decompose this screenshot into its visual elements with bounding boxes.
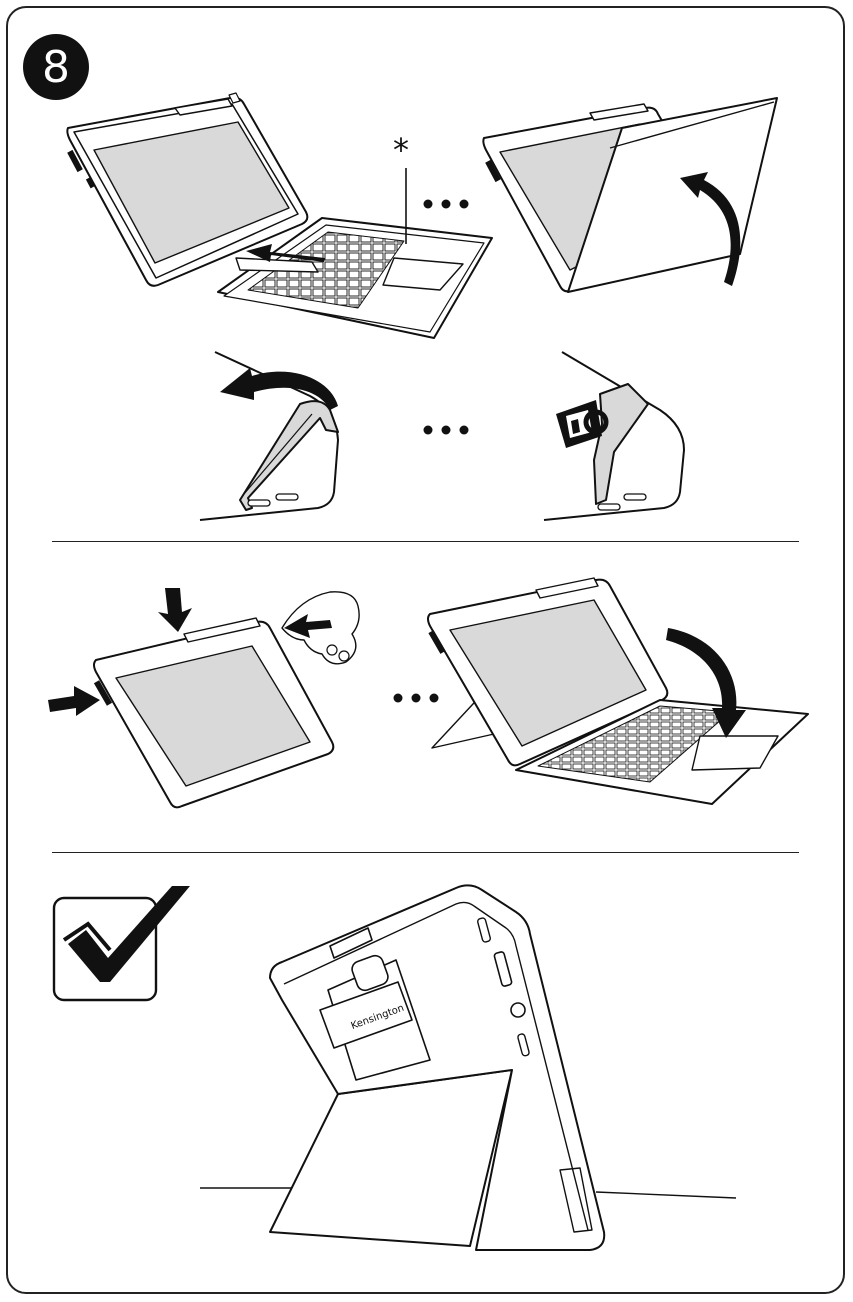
section-divider-2 (52, 852, 799, 853)
tablet-attach-keyboard-illustration (66, 92, 493, 339)
tablet-insert-illustration (93, 591, 360, 809)
kensington-lock-icon (556, 400, 609, 448)
callout-asterisk: * (393, 131, 409, 169)
step-number-badge: 8 (23, 34, 89, 100)
arrow-icon (246, 244, 325, 262)
curved-arrow-icon (220, 368, 338, 410)
tablet-back-kickstand-illustration (200, 884, 737, 1251)
step-number: 8 (42, 41, 70, 93)
section-divider-1 (52, 541, 799, 542)
curved-arrow-icon (680, 172, 741, 286)
tablet-kickstand-keyboard-illustration (427, 577, 809, 805)
ellipsis-icon (393, 693, 439, 703)
tablet-cover-fold-illustration (482, 97, 778, 293)
curved-arrow-icon (666, 628, 746, 738)
ellipsis-icon (423, 199, 469, 209)
ellipsis-icon (423, 425, 469, 435)
arrow-icon (48, 588, 332, 716)
instruction-page-frame (6, 6, 845, 1294)
checkmark-box-icon (52, 886, 190, 1002)
corner-flap-open-illustration (199, 351, 339, 521)
